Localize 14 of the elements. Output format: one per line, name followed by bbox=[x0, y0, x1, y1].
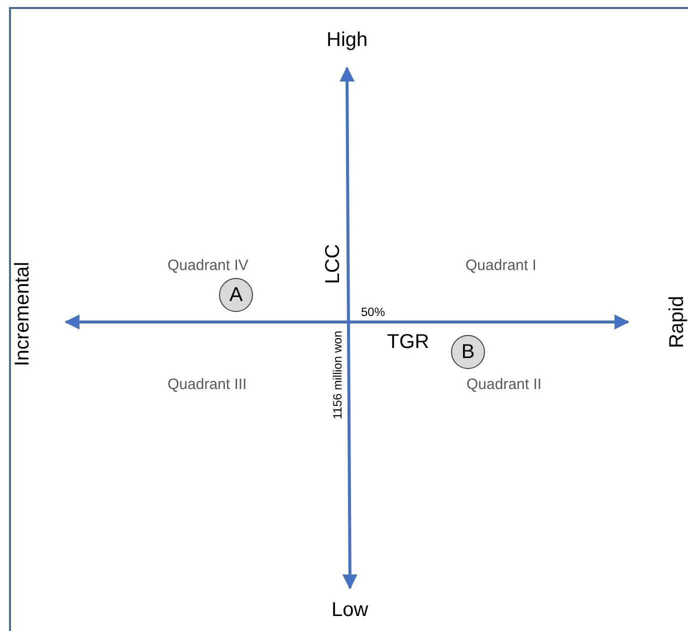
axis-label: Incremental bbox=[12, 262, 32, 366]
quadrant-label: Quadrant I bbox=[466, 258, 536, 272]
quadrant-label: Quadrant III bbox=[168, 376, 247, 392]
axis-label: LCC bbox=[323, 244, 343, 284]
value-label: 1156 million won bbox=[330, 330, 343, 420]
quadrant-label: Quadrant IV bbox=[168, 258, 248, 272]
quadrant-label: Quadrant II bbox=[466, 376, 542, 392]
value-label: 50% bbox=[361, 306, 386, 318]
axis-label: Low bbox=[332, 600, 368, 620]
axis-label: High bbox=[326, 30, 368, 50]
axis-label: TGR bbox=[387, 332, 430, 352]
marker-circle: A bbox=[219, 278, 253, 312]
axis-label: Rapid bbox=[667, 296, 688, 348]
marker-circle: B bbox=[451, 335, 485, 369]
